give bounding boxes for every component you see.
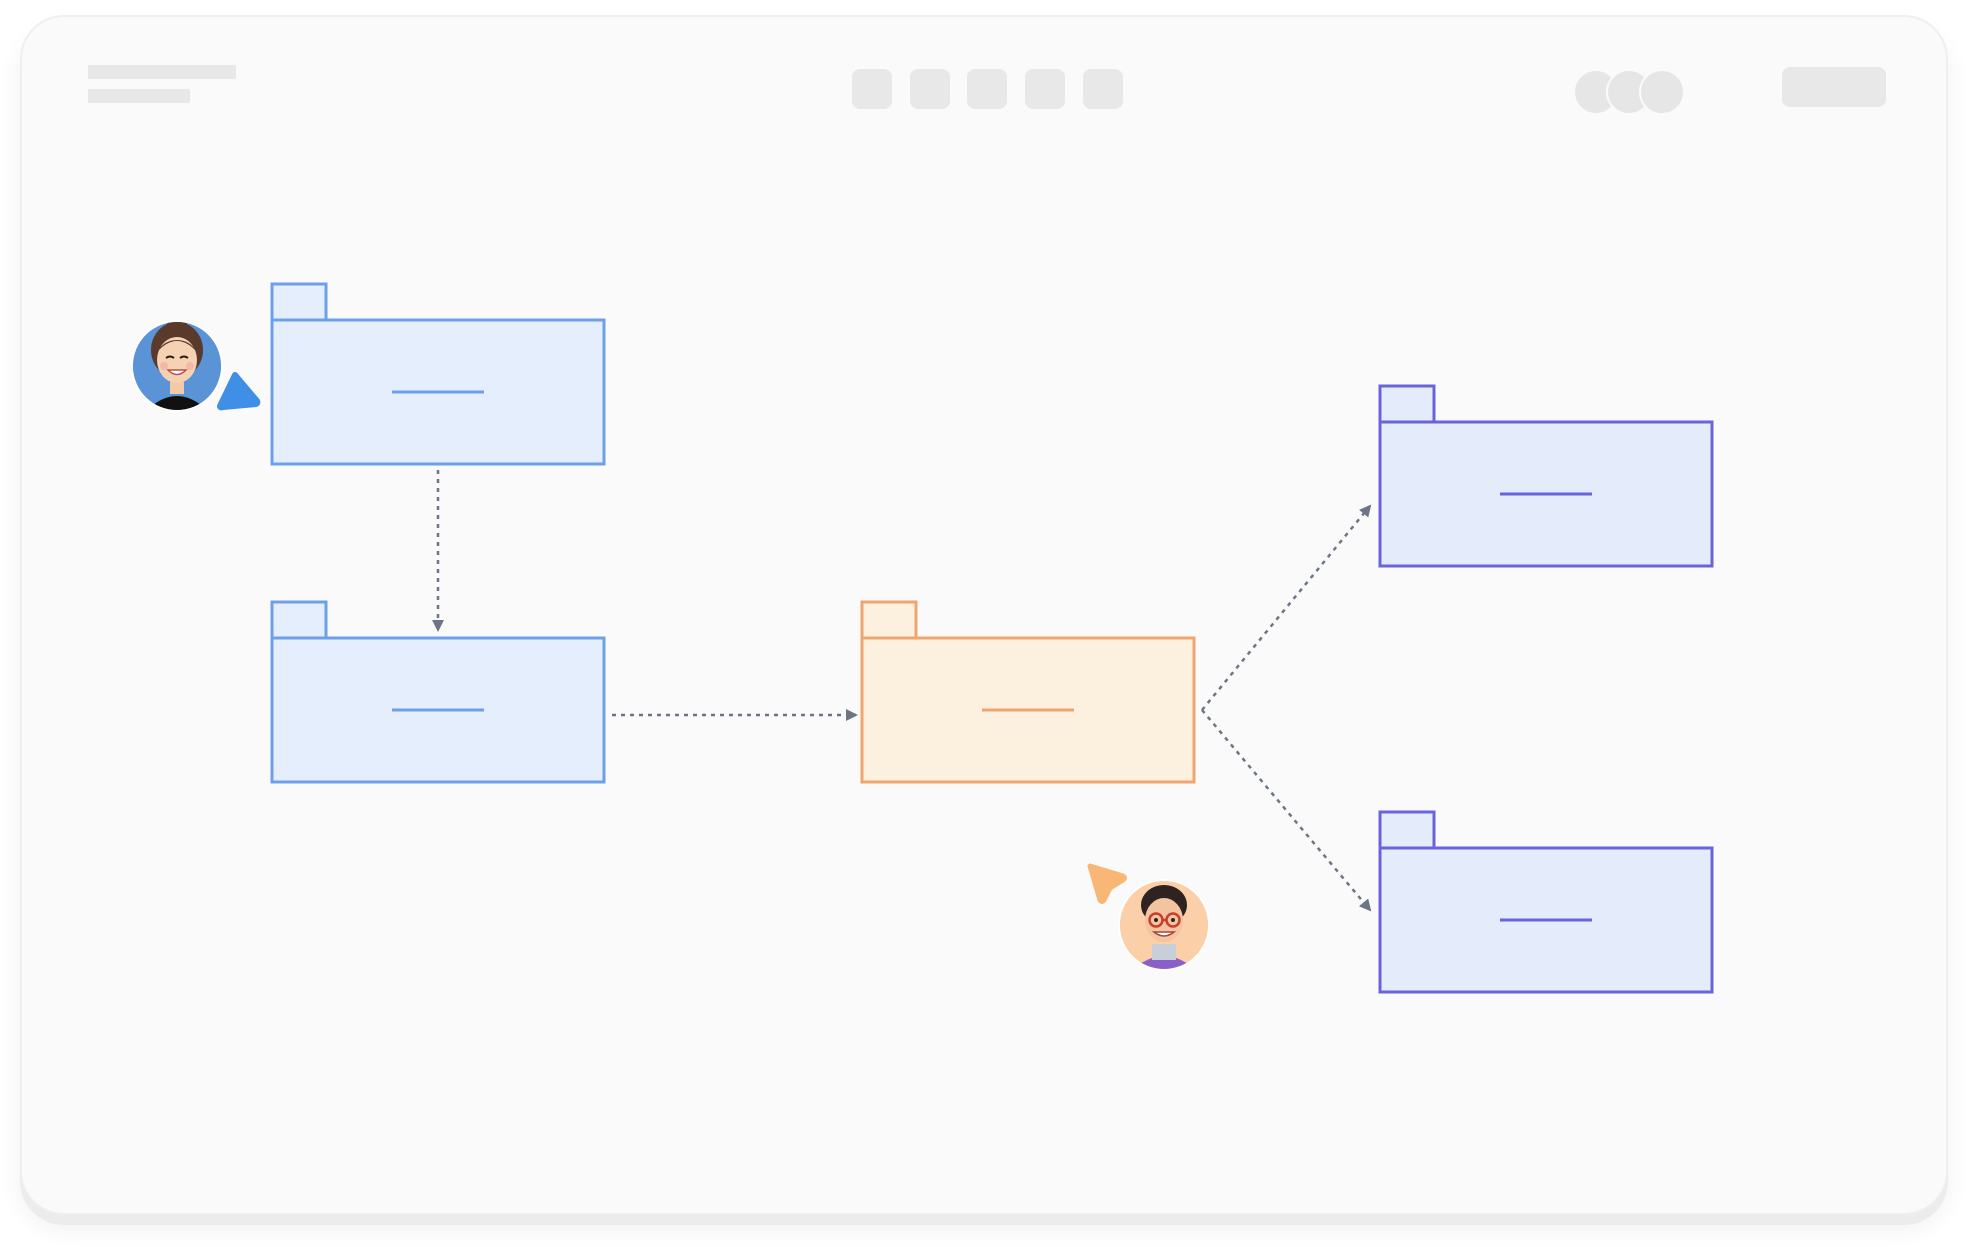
edge-c-e[interactable] (1201, 709, 1372, 912)
cursor-orange-icon (1087, 863, 1127, 904)
package-a[interactable] (270, 282, 606, 466)
package-c-tab (860, 600, 918, 640)
package-d-tab (1378, 384, 1436, 424)
document-subtitle-placeholder (88, 89, 190, 103)
package-d[interactable] (1378, 384, 1714, 568)
avatar-woman-glasses-icon[interactable] (1118, 879, 1210, 972)
tool-button-3[interactable] (967, 69, 1007, 109)
tool-button-4[interactable] (1025, 69, 1065, 109)
package-e[interactable] (1378, 810, 1714, 994)
package-b[interactable] (270, 600, 606, 784)
avatar-woman-icon[interactable] (131, 315, 223, 412)
tool-button-1[interactable] (852, 69, 892, 109)
presence-avatar-3[interactable] (1639, 69, 1685, 115)
collaborator-1 (131, 315, 261, 412)
package-e-tab (1378, 810, 1436, 850)
edge-c-d[interactable] (1201, 504, 1372, 711)
share-button[interactable] (1782, 67, 1886, 107)
connectors (432, 470, 1372, 912)
package-a-tab (270, 282, 328, 322)
tool-button-5[interactable] (1083, 69, 1123, 109)
package-c[interactable] (860, 600, 1196, 784)
cursor-blue-icon (217, 372, 261, 411)
app-window (20, 15, 1948, 1215)
package-b-tab (270, 600, 328, 640)
tool-button-2[interactable] (910, 69, 950, 109)
document-title-placeholder[interactable] (88, 65, 236, 79)
collaborator-2 (1087, 863, 1210, 972)
